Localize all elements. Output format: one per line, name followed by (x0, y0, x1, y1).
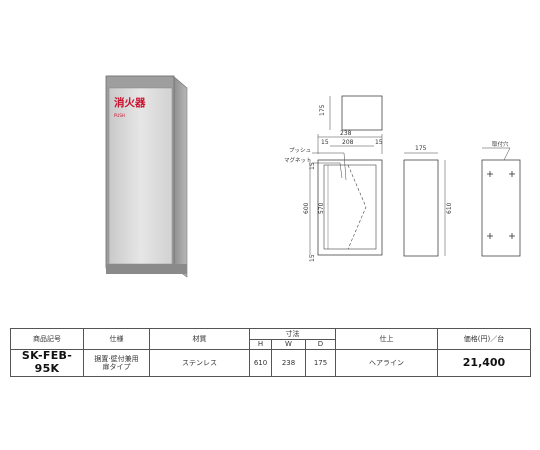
cell-model: SK-FEB-95K (10, 349, 84, 377)
push-text: PUSH (114, 113, 125, 118)
label-magnet: マグネット (284, 156, 312, 164)
cabinet-base (106, 264, 187, 274)
dim-margin-bottom: 15 (309, 254, 316, 262)
dim-front-width-total: 238 (340, 130, 352, 137)
header-dimensions: 寸法 (249, 328, 336, 340)
spec-table: 商品記号 仕様 材質 寸法 仕上 価格(円)／台 H W D SK-FEB-95… (10, 328, 531, 377)
header-model: 商品記号 (10, 328, 84, 350)
side-view (403, 159, 439, 257)
dim-front-height-inner: 570 (318, 202, 325, 214)
cell-finish: ヘアライン (335, 349, 438, 377)
label-mounting-hole: 取付穴 (492, 140, 509, 148)
front-view (317, 159, 383, 256)
label-push: プッシュ (289, 147, 311, 154)
cell-w: 238 (271, 349, 306, 377)
dim-side-depth: 175 (415, 145, 427, 152)
top-view (341, 95, 383, 131)
cell-material: ステンレス (149, 349, 250, 377)
dim-margin-top: 15 (309, 162, 316, 170)
back-view (481, 159, 521, 257)
extinguisher-label: 消火器 (114, 96, 146, 109)
table-row: SK-FEB-95K 据置·壁付兼用 扉タイプ ステンレス 610 238 17… (10, 349, 531, 377)
header-material: 材質 (149, 328, 250, 350)
dim-top-depth: 175 (319, 104, 326, 116)
dim-front-height-total: 600 (303, 202, 310, 214)
header-h: H (249, 339, 272, 350)
dim-margin-right: 15 (375, 139, 383, 146)
mounting-holes (487, 171, 515, 239)
cell-spec: 据置·壁付兼用 扉タイプ (83, 349, 150, 377)
header-w: W (271, 339, 306, 350)
header-finish: 仕上 (335, 328, 438, 350)
header-price: 価格(円)／台 (437, 328, 531, 350)
dim-side-height: 610 (446, 202, 453, 214)
cell-h: 610 (249, 349, 272, 377)
dim-margin-left: 15 (321, 139, 329, 146)
product-photo: 消火器 PUSH (105, 75, 188, 278)
cell-spec-line1: 据置·壁付兼用 (94, 354, 139, 363)
cell-spec-line2: 扉タイプ (102, 363, 131, 371)
cell-d: 175 (305, 349, 336, 377)
dim-front-width-inner: 208 (342, 139, 354, 146)
header-d: D (305, 339, 336, 350)
cell-price: 21,400 (437, 349, 531, 377)
technical-drawings: 175 238 208 15 15 15 600 570 15 175 610 … (284, 95, 521, 262)
cabinet-side (172, 75, 188, 278)
header-spec: 仕様 (83, 328, 150, 350)
